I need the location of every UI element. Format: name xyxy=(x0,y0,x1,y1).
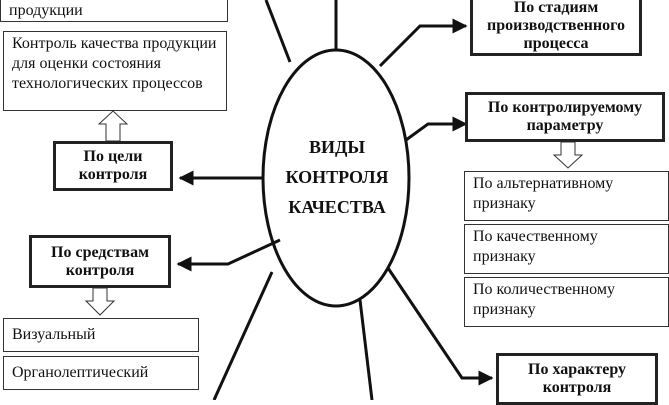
arrow-means xyxy=(176,238,281,272)
line-bottom-mid xyxy=(358,299,374,400)
arrow-stages xyxy=(378,18,468,68)
means-item-organoleptic: Органолептический xyxy=(3,356,199,390)
center-title: ВИДЫ КОНТРОЛЯ КАЧЕСТВА xyxy=(285,137,389,217)
hollow-arrow-goal xyxy=(97,110,129,142)
means-of-control-box: По средствам контроля xyxy=(29,235,171,288)
hollow-arrow-parameter xyxy=(552,141,584,169)
line-top-left xyxy=(264,0,292,63)
quality-control-box: Контроль качества продукции для оценки с… xyxy=(3,31,227,111)
stages-of-production-box: По стадиям производственного процесса xyxy=(470,0,642,56)
arrow-parameter xyxy=(405,116,468,142)
parameter-item-alternative: По альтернативному признаку xyxy=(464,171,669,221)
goal-of-control-box: По цели контроля xyxy=(53,141,173,191)
parameter-item-qualitative: По качественному признаку xyxy=(464,224,669,274)
line-bottom-left xyxy=(212,271,274,400)
character-of-control-box: По характеру контроля xyxy=(496,353,658,405)
top-left-box: продукции xyxy=(0,0,228,22)
parameter-item-quantitative: По количественному признаку xyxy=(464,277,669,327)
hollow-arrow-means xyxy=(84,287,116,316)
means-item-visual: Визуальный xyxy=(3,318,199,352)
arrow-character xyxy=(386,267,494,386)
controlled-parameter-box: По контролируемому параметру xyxy=(465,92,665,142)
